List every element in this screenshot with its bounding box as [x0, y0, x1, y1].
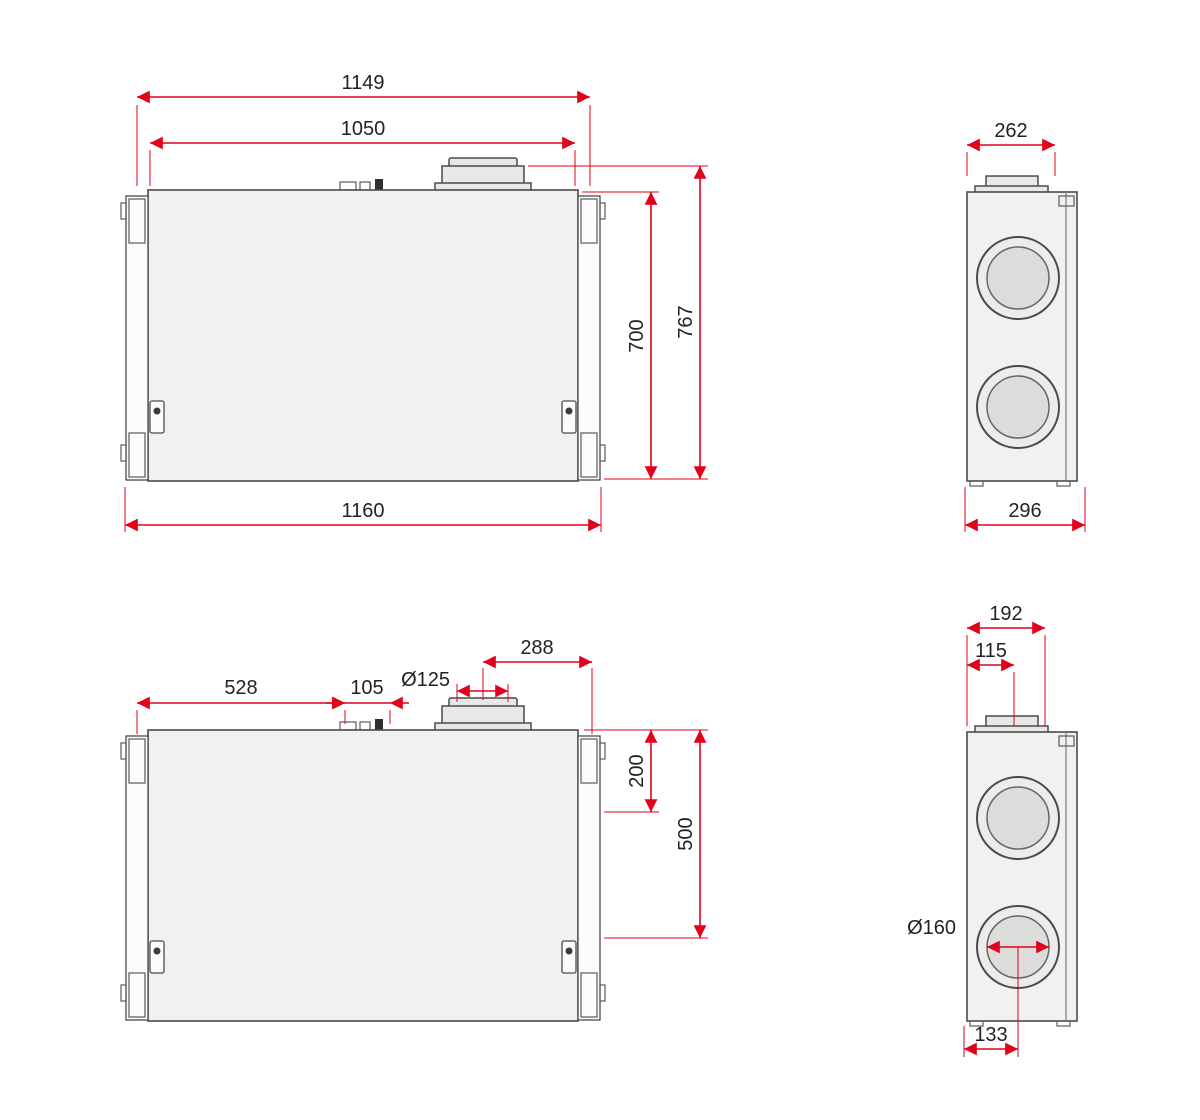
dim-width-105: 105 — [326, 677, 409, 724]
dim-width-528: 528 — [136, 677, 346, 734]
dim-label-288: 288 — [520, 637, 553, 659]
dim-depth-262: 262 — [966, 120, 1056, 176]
dim-label-133: 133 — [974, 1024, 1007, 1046]
dim-width-1050: 1050 — [149, 118, 576, 186]
dim-label-200: 200 — [626, 754, 648, 787]
dim-height-200: 200 — [584, 729, 708, 813]
dim-label-115: 115 — [975, 640, 1007, 662]
dim-label-1160: 1160 — [341, 500, 384, 522]
front-view-bottom — [120, 697, 606, 1022]
dim-width-1149: 1149 — [136, 72, 591, 186]
dim-label-105: 105 — [350, 677, 383, 699]
dim-label-700: 700 — [626, 319, 648, 352]
dim-label-1050: 1050 — [341, 118, 386, 140]
side-view-top — [966, 175, 1078, 487]
dim-width-1160: 1160 — [124, 487, 602, 532]
side-view-bottom — [966, 715, 1078, 1027]
dim-label-528: 528 — [224, 677, 257, 699]
dim-label-767: 767 — [675, 305, 697, 338]
dim-label-262: 262 — [994, 120, 1027, 142]
dim-label-296: 296 — [1008, 500, 1041, 522]
dim-width-288: 288 — [482, 637, 593, 734]
dim-offset-133: 133 — [963, 947, 1019, 1057]
dim-depth-296: 296 — [964, 487, 1086, 532]
dim-label-1149: 1149 — [341, 72, 384, 94]
dim-label-dia125: Ø125 — [401, 669, 450, 691]
dim-height-700: 700 — [582, 191, 708, 480]
dim-diameter-125: Ø125 — [401, 669, 509, 702]
dim-height-500: 500 — [604, 730, 708, 939]
dim-depth-115: 115 — [967, 640, 1015, 726]
dim-height-767: 767 — [528, 165, 708, 479]
dim-label-dia160: Ø160 — [907, 917, 956, 939]
dim-label-192: 192 — [989, 603, 1022, 625]
dim-label-500: 500 — [675, 817, 697, 850]
front-view-top — [120, 157, 606, 482]
dim-depth-192: 192 — [966, 603, 1046, 726]
